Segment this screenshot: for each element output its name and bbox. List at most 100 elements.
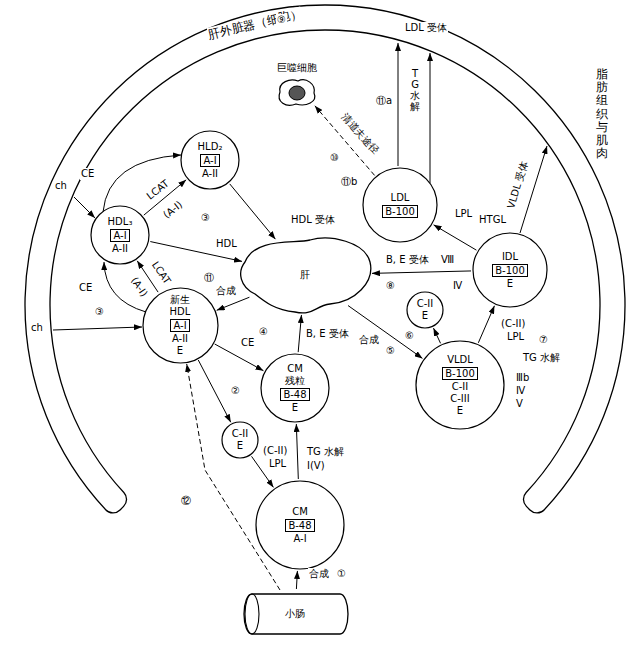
diagram-label: CE xyxy=(80,168,95,180)
node-text: CM 残粒 xyxy=(282,363,308,387)
circle-path xyxy=(407,292,443,328)
diagram-label: LPL xyxy=(268,458,287,470)
cell-nucleus xyxy=(289,86,305,100)
diagram-label: Ⅲb xyxy=(515,372,530,384)
lipoprotein-circle: CM 残粒B-48E xyxy=(260,353,330,423)
diagram-label: ① xyxy=(336,568,347,580)
lipoprotein-circle: 新生 HDLA-IA-IIE xyxy=(142,287,219,364)
connector-arrow xyxy=(298,315,301,352)
circle-path xyxy=(181,131,239,189)
diagram-label: LPL xyxy=(454,208,473,220)
diagram-label: B, E 受体 xyxy=(305,328,350,340)
diagram-label: ⑥ xyxy=(404,330,415,342)
diagram-label: CE xyxy=(240,337,255,349)
node-text: A-I xyxy=(170,319,189,332)
cell-membrane xyxy=(279,80,315,105)
macrophage-cell: 巨噬细胞 xyxy=(262,62,332,108)
node-text: C-II xyxy=(232,428,249,440)
organ-band-path xyxy=(25,5,625,513)
diagram-label: ④ xyxy=(258,326,269,338)
node-text: HLD₂ xyxy=(198,141,223,153)
node-text: CM xyxy=(292,506,308,518)
diagram-label: 清道夫途径 xyxy=(338,111,382,158)
node-text: A-I xyxy=(110,229,129,242)
lipoprotein-circle: HDL₃A-IA-II xyxy=(90,205,150,265)
cholesterol-arrow xyxy=(74,197,95,218)
diagram-label: ⑩ xyxy=(329,152,340,164)
node-text: B-100 xyxy=(382,205,418,218)
intestine-path xyxy=(244,594,348,634)
diagram-label: ⑤ xyxy=(385,345,396,357)
lipoprotein-circle: CMB-48A-I xyxy=(255,480,345,570)
node-text: E xyxy=(237,440,243,452)
node-text: A-II xyxy=(172,333,188,345)
node-text: 肝 xyxy=(300,269,310,281)
receptor-arrow xyxy=(398,43,399,166)
diagram-label: ⑪ xyxy=(203,272,215,284)
node-text: A-II xyxy=(202,168,218,180)
diagram-label: ⑨ xyxy=(276,14,287,26)
circle-path xyxy=(416,341,504,429)
lipoprotein-circle: C-IIE xyxy=(221,421,259,459)
diagram-label: CE xyxy=(78,282,93,294)
node-text: IDL xyxy=(502,251,518,263)
hydrolysis-arrow xyxy=(430,53,431,183)
diagram-label: ③ xyxy=(200,212,211,224)
diagram-label: ⑦ xyxy=(538,334,549,346)
diagram-label: TG 水解 xyxy=(522,352,561,364)
cholesterol-arrow xyxy=(53,327,142,330)
receptor-arrow xyxy=(520,146,547,233)
circle-path xyxy=(256,481,344,569)
connector-arrow xyxy=(198,360,230,422)
node-text: C-II xyxy=(417,298,434,310)
circle-path xyxy=(473,233,547,307)
node-text: E xyxy=(422,310,428,322)
diagram-label: Ⅴ xyxy=(515,398,524,410)
node-text: A-I xyxy=(200,154,219,167)
diagram-label: Ⅳ xyxy=(452,280,463,292)
connector-arrow xyxy=(434,225,477,250)
diagram-label: Ⅳ xyxy=(515,385,526,397)
diagram-label: ⑪a xyxy=(375,95,393,107)
node-text: B-100 xyxy=(492,264,528,277)
circle-path xyxy=(91,206,149,264)
node-text: 小肠 xyxy=(285,608,305,620)
liver-shape: 肝 xyxy=(235,232,375,318)
node-text: 脂肪组织与肌肉 xyxy=(596,68,608,160)
diagram-label: Ⅷ xyxy=(440,254,455,266)
diagram-label: ch xyxy=(54,180,68,192)
node-text: E xyxy=(457,405,463,417)
node-text: HDL₃ xyxy=(108,216,133,228)
diagram-label: VLDL 受体 xyxy=(505,159,531,211)
diagram-label: LPL xyxy=(506,331,525,343)
node-text: B-48 xyxy=(285,519,314,532)
diagram-label: LDL 受体 xyxy=(404,22,448,34)
circle-path xyxy=(261,354,329,422)
diagram-label: ③ xyxy=(94,306,105,318)
node-text: B-48 xyxy=(280,388,309,401)
diagram-label: ⑧ xyxy=(385,280,396,292)
diagram-label: HDL 受体 xyxy=(290,214,336,226)
lipoprotein-circle: C-IIE xyxy=(406,291,444,329)
connector-arrow xyxy=(478,306,494,343)
circle-path xyxy=(363,168,437,242)
circle-path xyxy=(222,422,258,458)
node-text: LDL xyxy=(391,192,410,204)
node-text: A-I xyxy=(293,533,306,545)
diagram-label: (C-II) xyxy=(262,445,288,457)
node-text: A-II xyxy=(112,243,128,255)
node-text: 巨噬细胞 xyxy=(277,62,317,74)
liver-path xyxy=(241,238,371,313)
diagram-label: Ⅰ(Ⅴ) xyxy=(306,460,326,472)
diagram-label: LCAT xyxy=(144,177,172,203)
diagram-label: (A-I) xyxy=(128,274,151,300)
connector-arrow xyxy=(296,571,297,589)
diagram-label: ⑪b xyxy=(340,176,358,188)
connector-arrow xyxy=(230,184,276,239)
connector-arrow xyxy=(372,271,471,273)
node-text: C-III xyxy=(450,393,469,405)
diagram-label: HTGL xyxy=(478,214,507,226)
lipoprotein-circle: VLDLB-100C-IIC-IIIE xyxy=(415,340,505,430)
diagram-label: ② xyxy=(230,385,241,397)
